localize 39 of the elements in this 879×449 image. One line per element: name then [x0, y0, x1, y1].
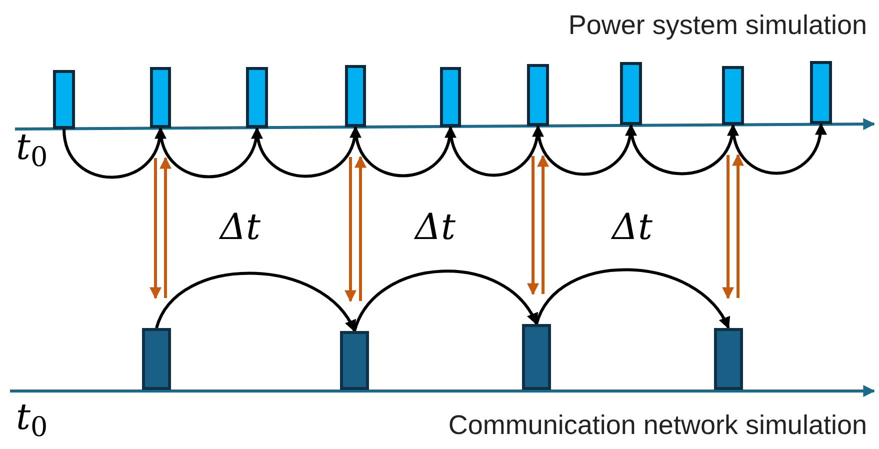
- arrow: [527, 156, 539, 296]
- time-step-bar: [810, 61, 832, 124]
- arrow: [353, 270, 538, 332]
- arrow: [354, 156, 366, 301]
- arrow: [535, 268, 730, 330]
- arrow: [160, 156, 172, 298]
- time-step-bar: [340, 331, 369, 390]
- time-label: t$_{0}$: [16, 400, 48, 436]
- arrow: [732, 122, 826, 175]
- arrow: [630, 124, 738, 176]
- time-step-bar: [53, 70, 75, 129]
- arrow: [155, 272, 356, 332]
- arrow: [537, 154, 549, 294]
- arrow: [256, 126, 360, 178]
- interval-label: Δt: [612, 210, 652, 246]
- lane-title: Communication network simulation: [448, 412, 867, 439]
- arrow: [536, 124, 636, 176]
- time-label: t$_{0}$: [16, 130, 48, 166]
- arrow: [159, 126, 262, 178]
- lane-title: Power system simulation: [568, 12, 867, 39]
- arrow: [449, 124, 543, 177]
- time-step-bar: [620, 62, 642, 125]
- time-step-bar: [527, 64, 549, 126]
- arrow: [62, 126, 166, 179]
- time-step-bar: [522, 324, 551, 390]
- time-step-bar: [722, 66, 744, 125]
- arrow: [344, 157, 356, 302]
- time-step-bar: [714, 328, 743, 390]
- arrow: [150, 158, 162, 300]
- arrow: [732, 154, 744, 298]
- arrow: [722, 155, 734, 300]
- interval-label: Δt: [415, 210, 456, 246]
- arrow: [354, 126, 456, 178]
- time-step-bar: [440, 67, 461, 127]
- time-step-bar: [150, 67, 171, 128]
- time-step-bar: [345, 65, 366, 127]
- interval-label: Δt: [220, 210, 260, 246]
- time-step-bar: [142, 328, 171, 390]
- time-step-bar: [246, 67, 268, 128]
